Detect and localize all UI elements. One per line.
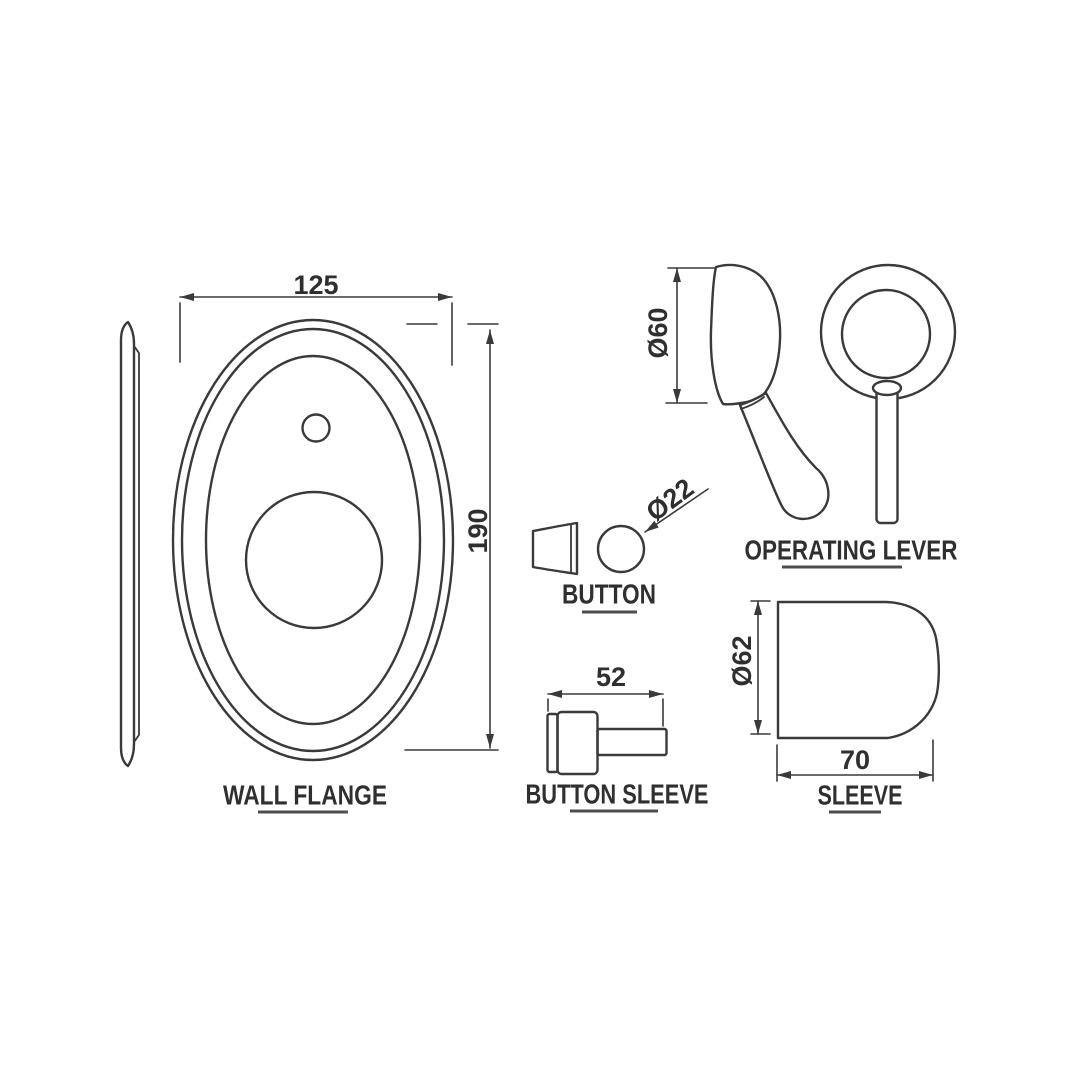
button-group: Ø22 BUTTON	[531, 473, 709, 614]
button-sleeve-length-value: 52	[596, 662, 626, 692]
sleeve-width-dimension: 70	[776, 739, 934, 782]
arrowhead	[180, 293, 194, 301]
button-sleeve-body	[556, 710, 599, 776]
lever-head-side-outline	[709, 263, 782, 406]
sleeve-diameter-dimension: Ø62	[727, 600, 771, 735]
operating-lever-side-view	[709, 263, 830, 521]
wall-flange-width-dimension: 125	[179, 270, 453, 366]
wall-flange-inner-oval	[204, 354, 422, 726]
operating-lever-label: OPERATING LEVER	[745, 535, 958, 566]
lever-ring-inner	[840, 288, 932, 380]
arrowhead	[673, 389, 681, 403]
wall-flange-top-hole	[301, 413, 331, 443]
button-sleeve-length-dimension: 52	[547, 662, 664, 727]
sleeve-diameter-value: Ø62	[727, 635, 757, 686]
button-label: BUTTON	[562, 579, 656, 610]
arrowhead	[754, 601, 762, 615]
lever-handle-front	[875, 386, 899, 525]
button-sleeve-flange	[546, 712, 559, 774]
button-side-outline	[531, 521, 579, 576]
wall-flange-group: 125 190 WALL FLANGE	[119, 270, 499, 814]
sleeve-outline	[776, 600, 940, 740]
wall-flange-outer-oval	[171, 318, 455, 762]
operating-lever-front-view	[819, 263, 957, 525]
button-side-view	[531, 521, 579, 576]
wall-flange-width-value: 125	[293, 270, 338, 300]
operating-lever-group: Ø60 OPERATING LEVER	[643, 263, 958, 569]
arrowhead	[486, 330, 494, 344]
button-diameter-dimension: Ø22	[641, 473, 709, 533]
wall-flange-label: WALL FLANGE	[223, 780, 387, 811]
wall-flange-middle-oval	[180, 327, 446, 753]
lever-handle-side-outline	[738, 391, 830, 521]
lever-handle-neck	[871, 379, 903, 397]
sleeve-width-value: 70	[840, 745, 870, 775]
button-sleeve-stem	[596, 727, 668, 757]
arrowhead	[548, 690, 562, 698]
button-sleeve-view	[546, 710, 668, 776]
wall-flange-center-hole	[244, 490, 384, 630]
arrowhead	[777, 771, 791, 779]
wall-flange-side-view	[119, 320, 140, 768]
arrowhead	[645, 520, 659, 532]
wall-flange-height-value: 190	[463, 508, 493, 553]
button-sleeve-label: BUTTON SLEEVE	[526, 779, 709, 810]
lever-diameter-dimension: Ø60	[643, 267, 717, 404]
wall-flange-front-view	[171, 318, 455, 762]
button-sleeve-group: 52 BUTTON SLEEVE	[526, 662, 709, 813]
sleeve-label: SLEEVE	[818, 780, 903, 811]
button-diameter-value: Ø22	[641, 473, 700, 528]
button-front-view	[596, 524, 646, 574]
arrowhead	[919, 771, 933, 779]
arrowhead	[649, 690, 663, 698]
sleeve-group: Ø62 70 SLEEVE	[727, 600, 940, 814]
lever-neck-joint-line	[740, 396, 765, 410]
wall-flange-side-edge	[133, 345, 140, 743]
wall-flange-height-dimension: 190	[404, 323, 499, 751]
wall-flange-side-outline	[119, 320, 136, 768]
arrowhead	[673, 268, 681, 282]
arrowhead	[438, 293, 452, 301]
arrowhead	[754, 720, 762, 734]
arrowhead	[486, 734, 494, 748]
lever-diameter-value: Ø60	[643, 307, 673, 358]
